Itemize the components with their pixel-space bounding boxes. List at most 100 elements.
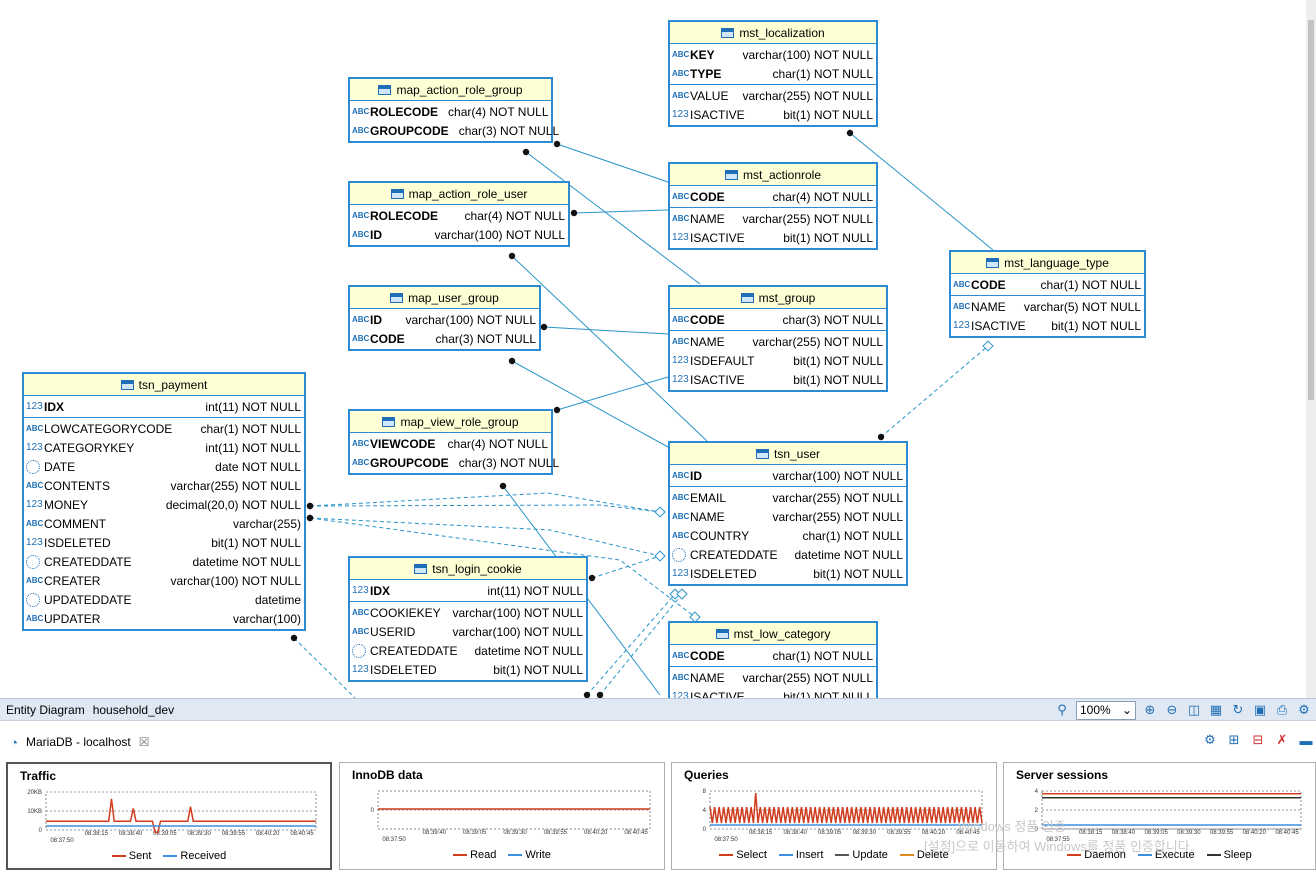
- add-chart-icon[interactable]: ⊞: [1228, 732, 1240, 747]
- gear-icon[interactable]: ⚙: [1204, 732, 1216, 747]
- relationship-line[interactable]: [511, 360, 669, 448]
- entity-header[interactable]: map_view_role_group: [350, 411, 551, 433]
- relationship-line[interactable]: [511, 255, 708, 442]
- scrollbar-thumb[interactable]: [1308, 20, 1314, 400]
- print-icon[interactable]: ⎙: [1276, 702, 1288, 717]
- search-icon[interactable]: ⚲: [1057, 702, 1067, 717]
- entity-header[interactable]: tsn_user: [670, 443, 906, 465]
- entity-header[interactable]: tsn_payment: [24, 374, 304, 396]
- entity-header[interactable]: tsn_login_cookie: [350, 558, 586, 580]
- relationship-line[interactable]: [543, 326, 669, 335]
- relationship-line[interactable]: [591, 555, 661, 579]
- relationship-line[interactable]: [309, 492, 661, 513]
- minimize-icon[interactable]: ▬: [1299, 732, 1313, 748]
- entity-header[interactable]: mst_low_category: [670, 623, 876, 645]
- zoom-select[interactable]: 100%⌄: [1076, 700, 1136, 720]
- relationship-line[interactable]: [556, 143, 669, 183]
- relationship-line[interactable]: [586, 593, 676, 696]
- relationship-line[interactable]: [309, 504, 661, 513]
- relationship-line[interactable]: [525, 151, 701, 285]
- relationship-line[interactable]: [573, 209, 669, 214]
- grid-icon[interactable]: ▦: [1209, 702, 1223, 717]
- entity-header[interactable]: map_action_role_user: [350, 183, 568, 205]
- entity-header[interactable]: mst_group: [670, 287, 886, 309]
- tab-mariadb-localhost[interactable]: ◔ MariaDB - localhost ☒: [0, 731, 155, 753]
- zoom-out-icon[interactable]: ⊖: [1166, 702, 1178, 717]
- entity-header[interactable]: mst_localization: [670, 22, 876, 44]
- relationship-line[interactable]: [293, 637, 356, 698]
- export-image-icon[interactable]: ▣: [1253, 702, 1267, 717]
- entity-header[interactable]: mst_actionrole: [670, 164, 876, 186]
- zoom-in-icon[interactable]: ⊕: [1144, 702, 1156, 717]
- remove-chart-icon[interactable]: ⊟: [1252, 732, 1264, 747]
- layout-icon[interactable]: ◫: [1187, 702, 1201, 717]
- settings-icon[interactable]: ⚙: [1298, 702, 1310, 717]
- entity-header[interactable]: map_user_group: [350, 287, 539, 309]
- relationship-line[interactable]: [880, 345, 989, 438]
- relationship-line[interactable]: [849, 132, 994, 251]
- relationship-line[interactable]: [556, 376, 669, 411]
- relationship-line[interactable]: [599, 593, 683, 696]
- entity-header[interactable]: map_action_role_group: [350, 79, 551, 101]
- close-icon[interactable]: ☒: [138, 735, 150, 749]
- relationship-line[interactable]: [309, 517, 661, 557]
